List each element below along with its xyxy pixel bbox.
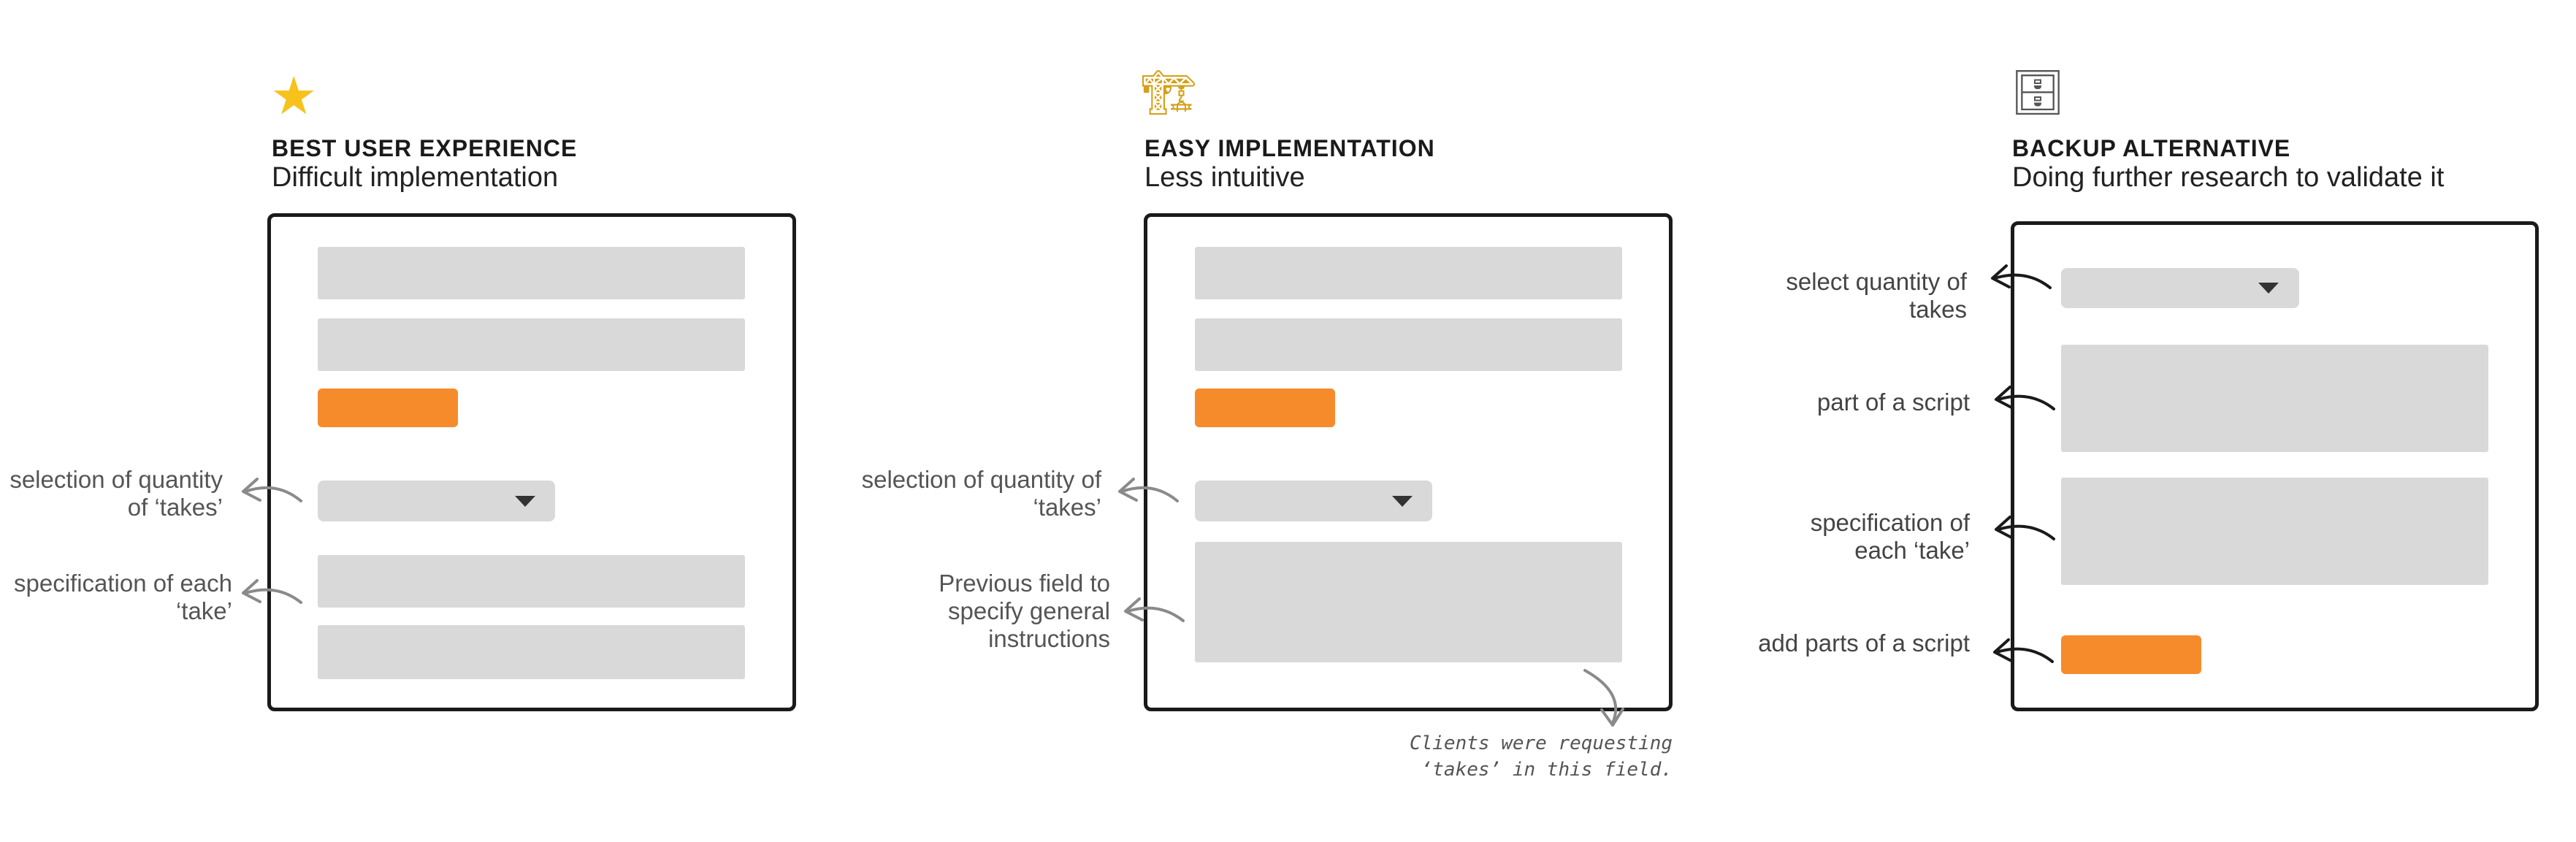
column-1-button <box>318 389 458 427</box>
column-1-take-field-1 <box>318 555 745 608</box>
arrow-column-3-annotation-2 <box>1997 394 2055 410</box>
arrowhead-column-1-annotation-1 <box>242 478 261 502</box>
column-3-annotation-3: specification of each ‘take’ <box>1810 509 1970 564</box>
column-1-takes-dropdown <box>318 481 555 521</box>
column-3-annotation-4: add parts of a script <box>1758 629 1970 657</box>
column-3-add-button <box>2061 635 2201 674</box>
column-2-annotation-2: Previous field to specify general instru… <box>939 570 1110 652</box>
arrow-column-1-annotation-1 <box>244 486 302 502</box>
column-2-note: Clients were requesting ‘takes’ in this … <box>1409 732 1673 781</box>
column-3-subtitle: Doing further research to validate it <box>2012 162 2445 193</box>
column-3-annotation-2: part of a script <box>1816 389 1970 416</box>
column-1-subtitle: Difficult implementation <box>272 162 559 193</box>
arrowhead-column-3-annotation-3 <box>1995 516 2014 540</box>
column-2-field-1 <box>1195 247 1622 299</box>
column-1-annotation-2: specification of each ‘take’ <box>13 570 232 624</box>
column-2-instructions-field <box>1195 542 1622 662</box>
column-1-form-frame <box>267 213 796 711</box>
column-1-field-2 <box>318 318 745 371</box>
arrow-column-3-annotation-3 <box>1997 524 2055 540</box>
caret-down-icon <box>2258 283 2279 294</box>
arrow-column-3-annotation-4 <box>1995 647 2054 663</box>
column-3-title: BACKUP ALTERNATIVE <box>2012 135 2291 161</box>
column-1-take-field-2 <box>318 625 745 679</box>
column-2-subtitle: Less intuitive <box>1144 162 1305 193</box>
arrowhead-column-2-note <box>1600 708 1624 727</box>
column-3-annotation-1: select quantity of takes <box>1786 268 1967 323</box>
column-3-form-frame <box>2011 221 2539 711</box>
arrow-column-3-annotation-1 <box>1993 273 2052 289</box>
arrow-column-2-annotation-2 <box>1126 606 1185 622</box>
arrowhead-column-2-annotation-1 <box>1118 478 1138 502</box>
column-3-script-part-field <box>2061 345 2488 452</box>
column-1-field-1 <box>318 247 745 299</box>
arrow-column-1-annotation-2 <box>244 588 302 604</box>
arrow-column-2-note <box>1583 669 1618 724</box>
column-3-take-spec-field <box>2061 478 2488 585</box>
crane-icon: 🏗 <box>1141 67 1197 118</box>
column-2-title: EASY IMPLEMENTATION <box>1144 135 1435 161</box>
column-3-takes-dropdown <box>2061 268 2299 308</box>
column-1-title: BEST USER EXPERIENCE <box>272 135 578 161</box>
caret-down-icon <box>1392 496 1413 507</box>
caret-down-icon <box>515 496 535 507</box>
arrowhead-column-3-annotation-1 <box>1991 264 2011 288</box>
arrowhead-column-3-annotation-4 <box>1993 638 2013 662</box>
file-cabinet-icon: 🗄 <box>2010 67 2066 118</box>
arrow-column-2-annotation-1 <box>1120 486 1179 502</box>
column-2-takes-dropdown <box>1195 481 1432 521</box>
arrowhead-column-3-annotation-2 <box>1995 386 2014 410</box>
column-2-form-frame <box>1144 213 1673 711</box>
arrowhead-column-2-annotation-2 <box>1124 597 1144 621</box>
column-2-annotation-1: selection of quantity of ‘takes’ <box>861 466 1101 521</box>
star-icon: ★ <box>270 65 318 126</box>
arrowhead-column-1-annotation-2 <box>242 579 261 603</box>
column-2-field-2 <box>1195 318 1622 371</box>
column-2-button <box>1195 389 1335 427</box>
column-1-annotation-1: selection of quantity of ‘takes’ <box>9 466 223 521</box>
